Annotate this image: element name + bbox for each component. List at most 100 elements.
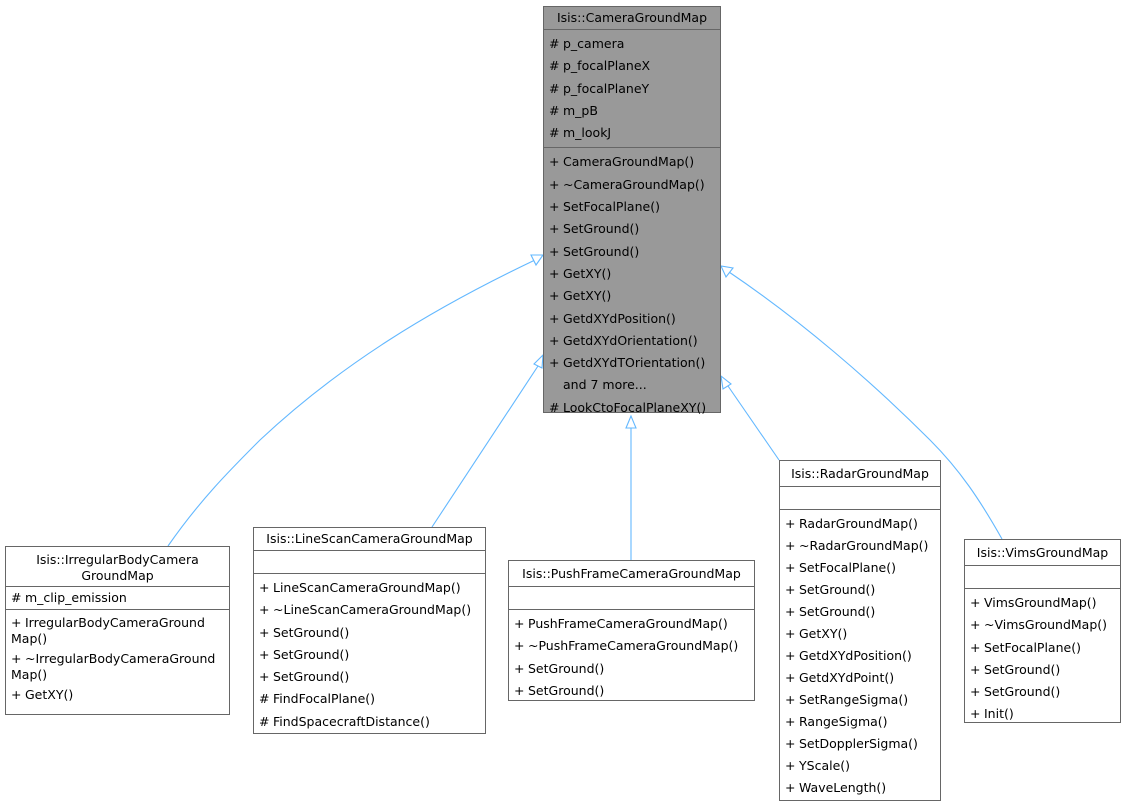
class-title: Isis::VimsGroundMap — [965, 540, 1120, 566]
member-name: ~IrregularBodyCameraGround Map() — [11, 651, 216, 682]
member-row[interactable]: #FindFocalPlane() — [254, 688, 485, 710]
member-row[interactable]: +GetdXYdPosition() — [780, 645, 940, 667]
member-row[interactable]: +GetdXYdOrientation() — [544, 330, 720, 352]
member-name: PushFrameCameraGroundMap() — [528, 616, 728, 631]
member-row[interactable]: #p_camera — [544, 33, 720, 55]
member-row[interactable]: +SetGround() — [780, 601, 940, 623]
member-row[interactable]: +SetGround() — [780, 579, 940, 601]
class-vims-ground-map[interactable]: Isis::VimsGroundMap +VimsGroundMap()+~Vi… — [964, 539, 1121, 723]
member-row[interactable]: #m_clip_emission — [6, 588, 229, 608]
class-line-scan-camera-ground-map[interactable]: Isis::LineScanCameraGroundMap +LineScanC… — [253, 527, 486, 734]
member-name: SetGround() — [528, 660, 605, 676]
member-row[interactable]: +~RadarGroundMap() — [780, 535, 940, 557]
member-row[interactable]: +GetdXYdPoint() — [780, 667, 940, 689]
member-row[interactable]: +GetdXYdPosition() — [544, 308, 720, 330]
arrowhead-irregular — [530, 254, 545, 267]
methods-section: +CameraGroundMap()+~CameraGroundMap()+Se… — [544, 148, 720, 422]
member-row[interactable]: #LookCtoFocalPlaneXY() — [544, 397, 720, 419]
member-name: RadarGroundMap() — [799, 516, 918, 531]
member-row[interactable]: #FindSpacecraftDistance() — [254, 711, 485, 733]
member-name: m_pB — [563, 102, 598, 118]
member-row[interactable]: +SetGround() — [254, 644, 485, 666]
visibility-marker: + — [970, 595, 981, 610]
member-row[interactable]: +SetFocalPlane() — [965, 637, 1120, 659]
member-row[interactable]: +~LineScanCameraGroundMap() — [254, 599, 485, 621]
visibility-marker: # — [549, 399, 560, 415]
member-row[interactable]: +SetGround() — [254, 622, 485, 644]
class-push-frame-camera-ground-map[interactable]: Isis::PushFrameCameraGroundMap +PushFram… — [508, 560, 755, 701]
member-name: SetRangeSigma() — [799, 692, 909, 707]
member-row[interactable]: +LineScanCameraGroundMap() — [254, 577, 485, 599]
visibility-marker: + — [785, 714, 796, 729]
member-row[interactable]: +SetGround() — [965, 659, 1120, 681]
member-row[interactable]: +CameraGroundMap() — [544, 151, 720, 173]
visibility-marker: + — [549, 221, 560, 237]
visibility-marker: + — [514, 638, 525, 654]
member-row[interactable]: +SetGround() — [544, 218, 720, 240]
member-name: ~CameraGroundMap() — [563, 176, 705, 192]
member-row[interactable]: +SetFocalPlane() — [544, 196, 720, 218]
member-row[interactable]: +SetFocalPlane() — [780, 557, 940, 579]
member-row[interactable]: +GetXY() — [6, 685, 229, 705]
visibility-marker: + — [11, 615, 22, 630]
member-row[interactable]: +SetGround() — [254, 666, 485, 688]
member-row[interactable]: +IrregularBodyCameraGround Map() — [6, 613, 229, 649]
visibility-marker: + — [549, 310, 560, 326]
visibility-marker: + — [970, 706, 981, 722]
visibility-marker: + — [549, 243, 560, 259]
member-row[interactable]: +SetDopplerSigma() — [780, 733, 940, 755]
class-irregular-body-camera-ground-map[interactable]: Isis::IrregularBodyCamera GroundMap #m_c… — [5, 546, 230, 715]
attributes-section — [254, 551, 485, 574]
member-row[interactable]: +GetdXYdTOrientation() — [544, 352, 720, 374]
member-row[interactable]: +Init() — [965, 703, 1120, 725]
member-row[interactable]: +SetRangeSigma() — [780, 689, 940, 711]
member-row[interactable]: +PushFrameCameraGroundMap() — [509, 613, 754, 635]
member-row[interactable]: +GetXY() — [544, 285, 720, 307]
member-row[interactable]: +RadarGroundMap() — [780, 513, 940, 535]
member-row[interactable]: and 7 more... — [544, 374, 720, 396]
member-name: FindSpacecraftDistance() — [273, 713, 430, 729]
member-name: and 7 more... — [563, 377, 647, 393]
member-row[interactable]: #p_focalPlaneX — [544, 55, 720, 77]
member-row[interactable]: +SetGround() — [509, 680, 754, 702]
visibility-marker: + — [514, 682, 525, 698]
member-row[interactable]: +GetXY() — [780, 623, 940, 645]
class-title: Isis::LineScanCameraGroundMap — [254, 528, 485, 551]
arrowhead-pushframe — [625, 414, 637, 429]
member-name: SetGround() — [528, 682, 605, 698]
member-name: SetGround() — [273, 624, 350, 640]
member-row[interactable]: +~IrregularBodyCameraGround Map() — [6, 649, 229, 685]
class-camera-ground-map[interactable]: Isis::CameraGroundMap #p_camera#p_focalP… — [543, 6, 721, 415]
visibility-marker: + — [549, 154, 560, 170]
member-row[interactable]: #m_pB — [544, 100, 720, 122]
edge-irregular — [167, 259, 536, 547]
member-name: LineScanCameraGroundMap() — [273, 580, 461, 595]
member-name: p_focalPlaneY — [563, 80, 650, 96]
visibility-marker: + — [970, 684, 981, 700]
member-name: YScale() — [799, 758, 851, 773]
member-name: p_focalPlaneX — [563, 58, 651, 74]
member-row[interactable]: +SetGround() — [544, 241, 720, 263]
member-row[interactable]: +~VimsGroundMap() — [965, 614, 1120, 636]
member-row[interactable]: +RangeSigma() — [780, 711, 940, 733]
member-name: ~VimsGroundMap() — [984, 617, 1108, 633]
visibility-marker: + — [785, 758, 796, 773]
member-row[interactable]: +YScale() — [780, 755, 940, 777]
member-row[interactable]: +~PushFrameCameraGroundMap() — [509, 635, 754, 657]
member-row[interactable]: +GetXY() — [544, 263, 720, 285]
member-row[interactable]: #p_focalPlaneY — [544, 78, 720, 100]
member-row[interactable]: +~CameraGroundMap() — [544, 174, 720, 196]
methods-section: +IrregularBodyCameraGround Map()+~Irregu… — [6, 610, 229, 708]
member-name: SetFocalPlane() — [799, 560, 896, 575]
visibility-marker: + — [785, 626, 796, 641]
member-row[interactable]: #m_lookJ — [544, 122, 720, 144]
member-row[interactable]: +SetGround() — [965, 681, 1120, 703]
member-row[interactable]: +WaveLength() — [780, 777, 940, 799]
attributes-section — [509, 587, 754, 610]
class-radar-ground-map[interactable]: Isis::RadarGroundMap +RadarGroundMap()+~… — [779, 460, 941, 801]
visibility-marker: + — [785, 780, 796, 795]
member-row[interactable]: +SetGround() — [509, 658, 754, 680]
member-name: SetGround() — [563, 221, 640, 237]
member-row[interactable]: +VimsGroundMap() — [965, 592, 1120, 614]
edge-radar — [727, 385, 780, 461]
